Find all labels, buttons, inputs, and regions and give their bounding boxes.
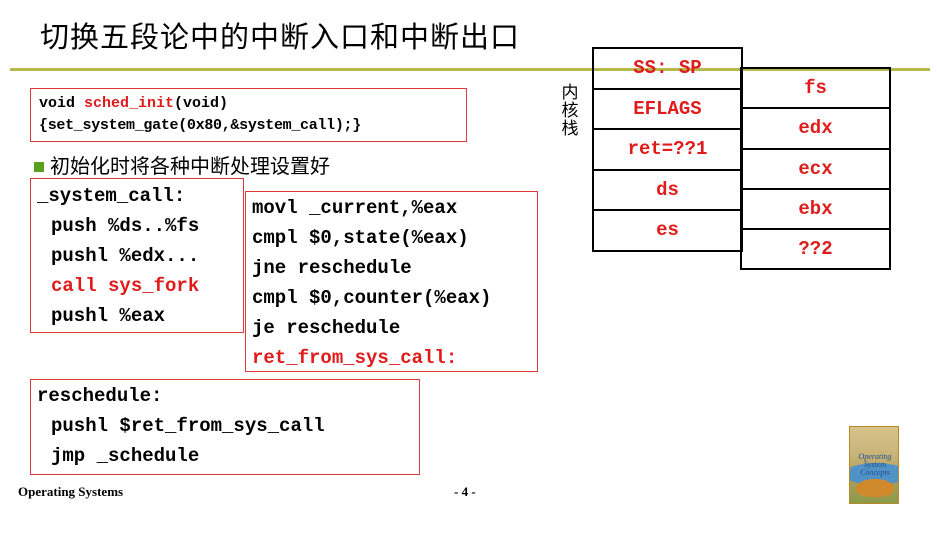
ret-from-sys-call-label: ret_from_sys_call:: [252, 347, 458, 369]
slide-title: 切换五段论中的中断入口和中断出口: [40, 20, 521, 54]
footer-course-name: Operating Systems: [18, 484, 124, 499]
stack-cell: ebx: [742, 190, 889, 231]
stack-cell: edx: [742, 109, 889, 150]
code-line: je reschedule: [252, 317, 401, 339]
code-line: cmpl $0,state(%eax): [252, 227, 469, 249]
stack-cell: ds: [594, 171, 741, 211]
stack-cell: fs: [742, 69, 889, 110]
title-underline: [10, 68, 930, 71]
book-cover-text: Operating System Concepts: [858, 452, 892, 477]
book-cover-logo: Operating System Concepts: [849, 426, 899, 504]
bullet-text: 初始化时将各种中断处理设置好: [50, 154, 330, 178]
code-line: jne reschedule: [252, 257, 412, 279]
bullet-text-line: 初始化时将各种中断处理设置好: [34, 150, 330, 179]
system-call-label: _system_call:: [37, 185, 186, 207]
code-line: pushl %eax: [51, 305, 166, 327]
kernel-stack-label: 内核栈: [561, 83, 579, 139]
sched-init-func-name: sched_init: [84, 95, 175, 112]
sched-init-code-box: void sched_init(void) {set_system_gate(0x…: [30, 88, 467, 142]
stack-cell: es: [594, 211, 741, 252]
init-code-prefix: void: [39, 95, 85, 112]
kernel-stack-diagram: SS: SP EFLAGS ret=??1 ds es: [592, 47, 743, 252]
code-line: cmpl $0,counter(%eax): [252, 287, 492, 309]
init-code-line-2: {set_system_gate(0x80,&system_call);}: [39, 117, 361, 134]
stack-cell: ret=??1: [594, 130, 741, 171]
reschedule-label: reschedule:: [37, 385, 163, 407]
code-line-highlighted: call sys_fork: [51, 275, 200, 297]
stack-cell: SS: SP: [594, 49, 741, 90]
code-line: jmp _schedule: [51, 445, 200, 467]
book-cover-dinosaur: [856, 479, 894, 497]
footer-page-number: - 4 -: [454, 484, 476, 499]
stack-cell: EFLAGS: [594, 90, 741, 130]
code-line: pushl $ret_from_sys_call: [51, 415, 325, 437]
system-call-code-box: _system_call:push %ds..%fs pushl %edx... c…: [30, 178, 244, 333]
code-line: pushl %edx...: [51, 245, 200, 267]
saved-registers-stack-diagram: fs edx ecx ebx ??2: [740, 67, 891, 271]
stack-cell: ecx: [742, 150, 889, 190]
init-code-line-1: void sched_init(void): [39, 93, 458, 115]
book-cover-wave: [850, 463, 898, 485]
bullet-square-icon: [34, 162, 44, 172]
code-line: push %ds..%fs: [51, 215, 200, 237]
stack-cell: ??2: [742, 230, 889, 271]
code-line: movl _current,%eax: [252, 197, 458, 219]
init-code-suffix: (void): [174, 95, 229, 112]
